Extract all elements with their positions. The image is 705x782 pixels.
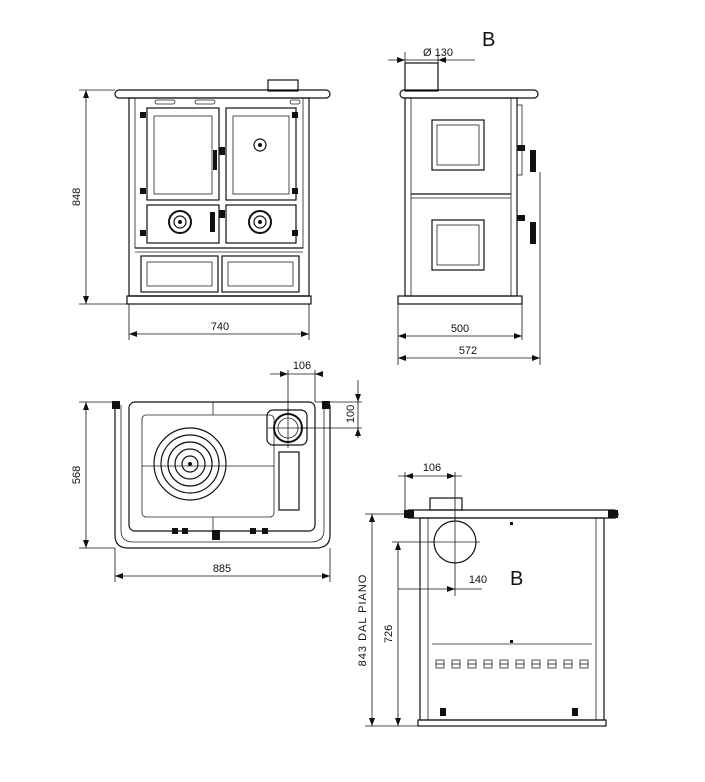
dim-rear-height: 843 DAL PIANO	[357, 574, 369, 667]
dim-top-flue-x: 106	[293, 360, 311, 372]
side-view: B Ø 130 500	[388, 29, 541, 365]
dim-side-depth: 500	[451, 323, 469, 335]
dim-rear-flue-y: 140	[469, 574, 487, 586]
dim-rear-flue-height: 726	[383, 625, 395, 643]
rear-view: B	[357, 462, 619, 727]
dim-flue-diameter: Ø 130	[423, 47, 453, 59]
front-view: 848 740	[71, 79, 331, 340]
dim-top-flue-y: 100	[345, 405, 357, 423]
dim-top-width: 885	[213, 563, 231, 575]
rear-vents	[435, 659, 589, 669]
view-label-b: B	[482, 29, 495, 51]
dim-top-depth: 568	[71, 466, 83, 484]
dim-front-width: 740	[211, 321, 229, 333]
dim-side-depth-total: 572	[459, 345, 477, 357]
view-label-b-rear: B	[510, 568, 523, 590]
dim-rear-flue-x: 106	[423, 462, 441, 474]
dim-front-height: 848	[71, 188, 83, 206]
top-view: 106 100 568 885	[71, 360, 362, 582]
